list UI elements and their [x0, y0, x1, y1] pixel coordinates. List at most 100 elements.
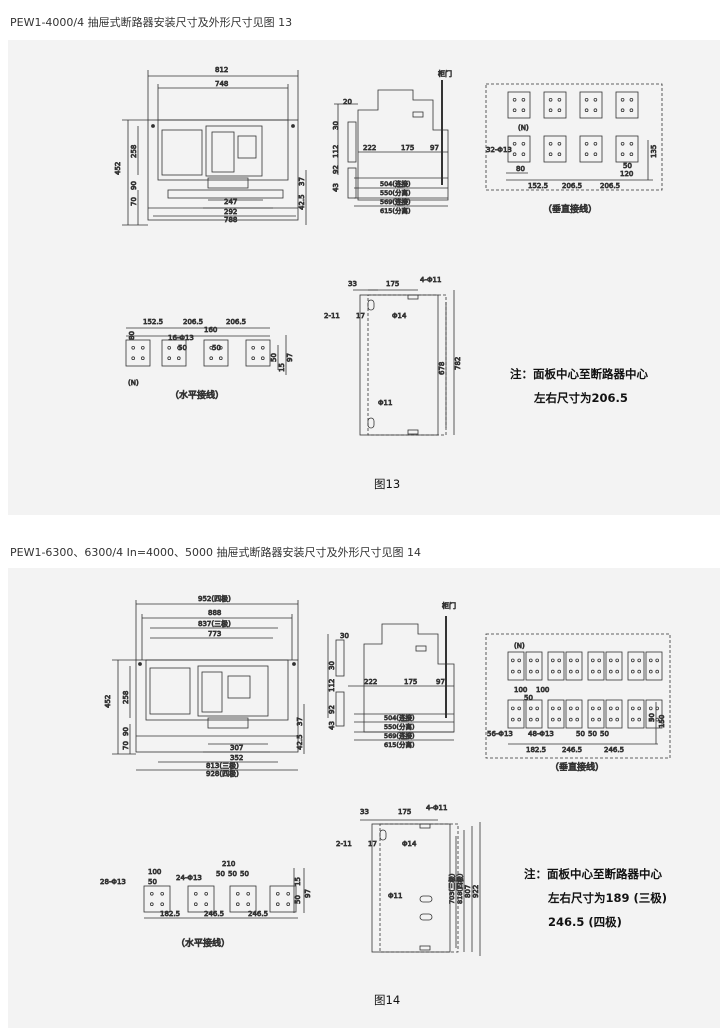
bolt-hole — [548, 108, 553, 112]
f14-vert-dim-10: 246.5 — [604, 746, 624, 754]
figure14-mounting-view — [360, 819, 481, 956]
f13-horiz-dim-5: 160 — [204, 326, 217, 334]
horizontal-terminal-pad — [125, 339, 151, 367]
f14-side-dim-2: 112 — [328, 679, 336, 692]
vertical-terminal-pad-lower — [507, 135, 531, 163]
figure14-horizontal-connection — [143, 868, 305, 919]
figure14-heading: PEW1-6300、6300/4 In=4000、5000 抽屉式断路器安装尺寸… — [10, 546, 422, 559]
bolt-hole — [528, 717, 533, 722]
f14-mount-dim-2: 4-Φ11 — [426, 804, 447, 812]
f14-side-dim-3: 92 — [328, 705, 336, 714]
f13-front-dim-3: 258 — [130, 145, 138, 158]
f13-vert-dim-6: 120 — [620, 170, 633, 178]
bolt-hole — [584, 97, 589, 102]
f13-front-dim-9: 292 — [224, 208, 237, 216]
bolt-hole — [219, 345, 223, 350]
vertical-terminal-pad-lower — [547, 699, 565, 729]
bolt-hole — [593, 152, 598, 156]
figure14-drawing: 952(四极) 888 837(三极) 773 452 258 90 70 37… — [100, 594, 671, 956]
bolt-hole — [637, 717, 641, 722]
f14-mount-dim-6: Φ11 — [388, 892, 402, 900]
horizontal-terminal-pad — [229, 885, 257, 913]
f14-horiz-dim-1: 100 — [148, 868, 161, 876]
f14-horiz-dim-0: 28-Φ13 — [100, 878, 126, 886]
bolt-hole — [637, 658, 641, 663]
vertical-terminal-pad-lower — [507, 699, 525, 729]
bolt-hole — [261, 356, 265, 361]
bolt-hole — [521, 142, 526, 146]
figure13-drawing: 812 748 452 258 90 70 37 42.5 247 292 78… — [114, 66, 663, 436]
vertical-terminal-pad-upper — [587, 651, 605, 681]
bolt-hole — [512, 108, 517, 112]
f14-side-dim-9: 550(分离) — [384, 722, 414, 731]
bolt-hole — [131, 345, 135, 350]
bolt-hole — [194, 902, 198, 907]
vertical-terminal-pad-upper — [507, 651, 525, 681]
bolt-hole — [246, 891, 251, 896]
bolt-hole — [620, 108, 625, 112]
f14-front-dim-0: 952(四极) — [198, 594, 231, 603]
bolt-hole — [557, 706, 561, 711]
f13-mount-dim-1: 175 — [386, 280, 399, 288]
bolt-hole — [535, 669, 539, 674]
f14-mount-dim-8: 818(四极) — [455, 874, 464, 904]
f13-mount-dim-7: 678 — [438, 362, 446, 375]
bolt-hole — [630, 669, 635, 674]
bolt-hole — [512, 152, 517, 156]
figure13-heading: PEW1-4000/4 抽屉式断路器安装尺寸及外形尺寸见图 13 — [10, 16, 293, 29]
f13-mount-dim-5: Φ14 — [392, 312, 407, 320]
f14-horiz-dim-3: 24-Φ13 — [176, 874, 202, 882]
bolt-hole — [535, 706, 539, 711]
f14-side-dim-7: 97 — [436, 678, 445, 686]
f13-mount-dim-2: 4-Φ11 — [420, 276, 441, 284]
bolt-hole — [597, 706, 601, 711]
bolt-hole — [177, 345, 181, 350]
f13-note-line1: 注：面板中心至断路器中心 — [510, 367, 648, 381]
bolt-hole — [590, 669, 595, 674]
f13-front-dim-2: 452 — [114, 162, 122, 175]
figure13-vertical-connection — [485, 83, 663, 191]
vertical-terminal-pad-lower — [615, 135, 639, 163]
vertical-terminal-pad-lower — [525, 699, 543, 729]
f14-front-dim-13: 928(四极) — [206, 769, 239, 778]
f14-vert-dim-0: 100 — [514, 686, 527, 694]
bolt-hole — [630, 706, 635, 711]
f14-side-dim-5: 222 — [364, 678, 377, 686]
figure13-mounting-view — [353, 289, 455, 436]
bolt-hole — [629, 97, 634, 102]
bolt-hole — [510, 658, 515, 663]
horizontal-terminal-pad — [143, 885, 171, 913]
figure13-front-view — [122, 70, 307, 226]
f13-mount-dim-8: 782 — [454, 357, 462, 370]
bolt-hole — [575, 658, 579, 663]
f14-vert-dim-2: 50 — [524, 694, 533, 702]
bolt-hole — [590, 706, 595, 711]
f14-front-dim-3: 773 — [208, 630, 221, 638]
vertical-terminal-pad-upper — [615, 91, 639, 119]
bolt-hole — [550, 717, 555, 722]
bolt-hole — [517, 658, 522, 663]
f14-side-dim-8: 504(连接) — [384, 713, 414, 722]
f13-side-dim-9: 550(分离) — [380, 188, 410, 197]
bolt-hole — [568, 669, 573, 674]
bolt-hole — [160, 891, 165, 896]
f13-front-dim-1: 748 — [215, 80, 228, 88]
bolt-hole — [550, 706, 555, 711]
bolt-hole — [593, 142, 598, 146]
bolt-hole — [648, 717, 653, 722]
f13-front-dim-7: 42.5 — [298, 194, 306, 210]
bolt-hole — [648, 669, 653, 674]
bolt-hole — [648, 706, 653, 711]
bolt-hole — [608, 669, 613, 674]
figure13-side-view — [334, 80, 449, 207]
figure14-side-view — [327, 616, 455, 741]
bolt-hole — [528, 706, 533, 711]
f14-horiz-dim-12: 50 — [294, 895, 302, 904]
bolt-hole — [204, 902, 209, 907]
f14-mount-dim-9: 807 — [464, 885, 472, 898]
horizontal-terminal-pad — [269, 885, 297, 913]
figure14-vertical-connection — [485, 633, 671, 759]
f14-note-line1: 注：面板中心至断路器中心 — [524, 867, 662, 881]
bolt-hole — [548, 97, 553, 102]
bolt-hole — [630, 658, 635, 663]
